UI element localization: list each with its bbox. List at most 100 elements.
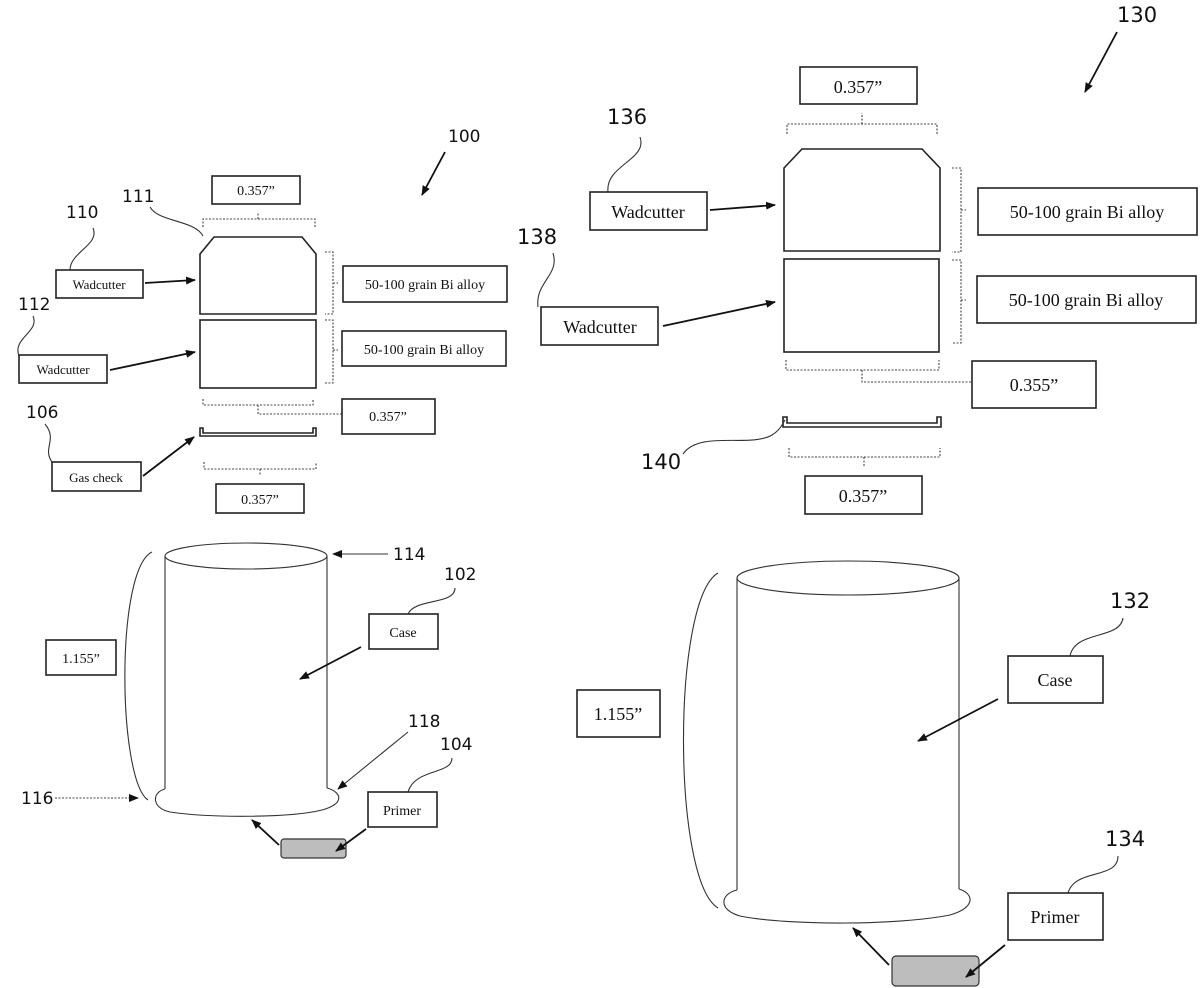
dim-top-label-right: 0.357” [834,77,883,97]
weight-bottom-box [341,330,507,367]
dim-bullet-bottom-bracket-right [785,360,972,383]
ref-118-arrow [337,731,409,790]
case-label-right: Case [1038,670,1073,690]
wadcutter-top-arrow [144,276,196,285]
ref-112: 112 [18,295,50,315]
case-arrow [299,646,362,680]
ref-112-leader [17,315,35,357]
case-height-label-right: 1.155” [594,704,643,724]
dim-gas-check-box [215,483,305,514]
weight-top-label: 50-100 grain Bi alloy [365,278,485,293]
gas-check-shape-right [782,416,942,428]
weight-bottom-box-right [976,275,1197,324]
ref-100: 100 [448,127,480,147]
primer-insert-arrow [251,819,280,846]
weight-top-bracket [325,251,338,315]
ref-106-leader [44,423,53,463]
primer-arrow-right [965,944,1006,978]
gas-check-label: Gas check [69,470,123,485]
wadcutter-top-label: Wadcutter [72,277,126,292]
ref-104-leader [407,757,453,793]
ref-100-arrow [421,151,446,196]
case-height-box-right [576,689,661,738]
ref-130: 130 [1117,3,1157,27]
wadcutter-top-box-right [589,191,708,231]
ref-116: 116 [21,789,53,809]
wadcutter-bottom-arrow [109,349,196,371]
dim-top-box-right [799,66,918,105]
ref-118: 118 [408,712,440,732]
ref-136-leader [607,136,642,193]
gas-check-box [51,461,142,492]
weight-top-bracket-right [952,167,966,253]
bullet-top-shape [199,236,317,315]
primer-label: Primer [383,804,421,819]
bullet-bottom-shape-right [783,258,940,353]
case-height-label: 1.155” [62,652,100,667]
dim-bullet-bottom-bracket [202,399,342,415]
dim-top-label: 0.357” [237,184,275,199]
weight-bottom-bracket [325,319,338,384]
ref-102-leader [407,587,456,615]
dim-top-bracket-right [786,113,938,134]
wadcutter-top-label-right: Wadcutter [611,202,685,222]
ref-130-arrow [1084,31,1118,93]
ref-111: 111 [122,187,154,207]
primer-label-right: Primer [1031,907,1080,927]
ref-138-leader [537,252,555,308]
case-height-bracket-right [682,572,719,909]
wadcutter-bottom-label: Wadcutter [36,362,90,377]
ref-104: 104 [440,735,472,755]
primer-box [367,791,438,828]
ref-136: 136 [607,105,647,129]
dim-gas-check-label-right: 0.357” [839,486,888,506]
dim-bullet-bottom-label: 0.357” [369,410,407,425]
gas-check-arrow [142,436,195,477]
ref-132-leader [1069,617,1124,657]
primer-shape-right [891,955,980,987]
weight-bottom-label: 50-100 grain Bi alloy [364,343,484,358]
dim-gas-check-box-right [804,475,923,515]
ref-134: 134 [1105,827,1145,851]
dim-bullet-bottom-box-right [971,360,1097,409]
ref-114: 114 [393,545,425,565]
case-shape [154,542,340,817]
wadcutter-bottom-box-right [540,306,659,346]
ref-138: 138 [517,225,557,249]
case-box [368,613,439,650]
wadcutter-bottom-label-right: Wadcutter [563,317,637,337]
ref-140-leader [682,419,786,455]
weight-top-box [342,265,508,303]
ref-111-leader [149,206,204,237]
weight-top-label-right: 50-100 grain Bi alloy [1010,202,1164,222]
dim-top-box [211,175,301,205]
primer-arrow [335,828,367,852]
dim-bullet-bottom-label-right: 0.355” [1010,375,1059,395]
bullet-bottom-shape [199,319,317,389]
case-box-right [1007,655,1104,704]
case-height-box [45,639,117,676]
ref-134-leader [1067,855,1119,894]
weight-top-box-right [977,187,1198,236]
figure-100: 100 0.357” 111 110 Wadcutter 50-100 grai… [17,127,508,859]
case-label: Case [389,626,416,641]
wadcutter-top-arrow-right [709,201,776,211]
dim-gas-check-bracket [203,462,317,476]
primer-shape [280,838,347,859]
bullet-top-shape-right [783,148,941,252]
primer-box-right [1007,892,1104,941]
ref-140: 140 [641,450,681,474]
figure-130: 130 0.357” 136 Wadcutter 50-100 grain Bi… [517,3,1198,987]
wadcutter-bottom-arrow-right [662,299,776,327]
dim-gas-check-label: 0.357” [241,493,279,508]
ref-102: 102 [444,565,476,585]
case-shape-right [723,560,971,924]
ref-106: 106 [26,403,58,423]
dim-top-bracket [202,213,316,227]
dim-bullet-bottom-box [341,398,436,435]
primer-insert-arrow-right [852,927,890,966]
ref-110-leader [69,227,95,271]
ref-132: 132 [1110,589,1150,613]
ref-110: 110 [66,203,98,223]
